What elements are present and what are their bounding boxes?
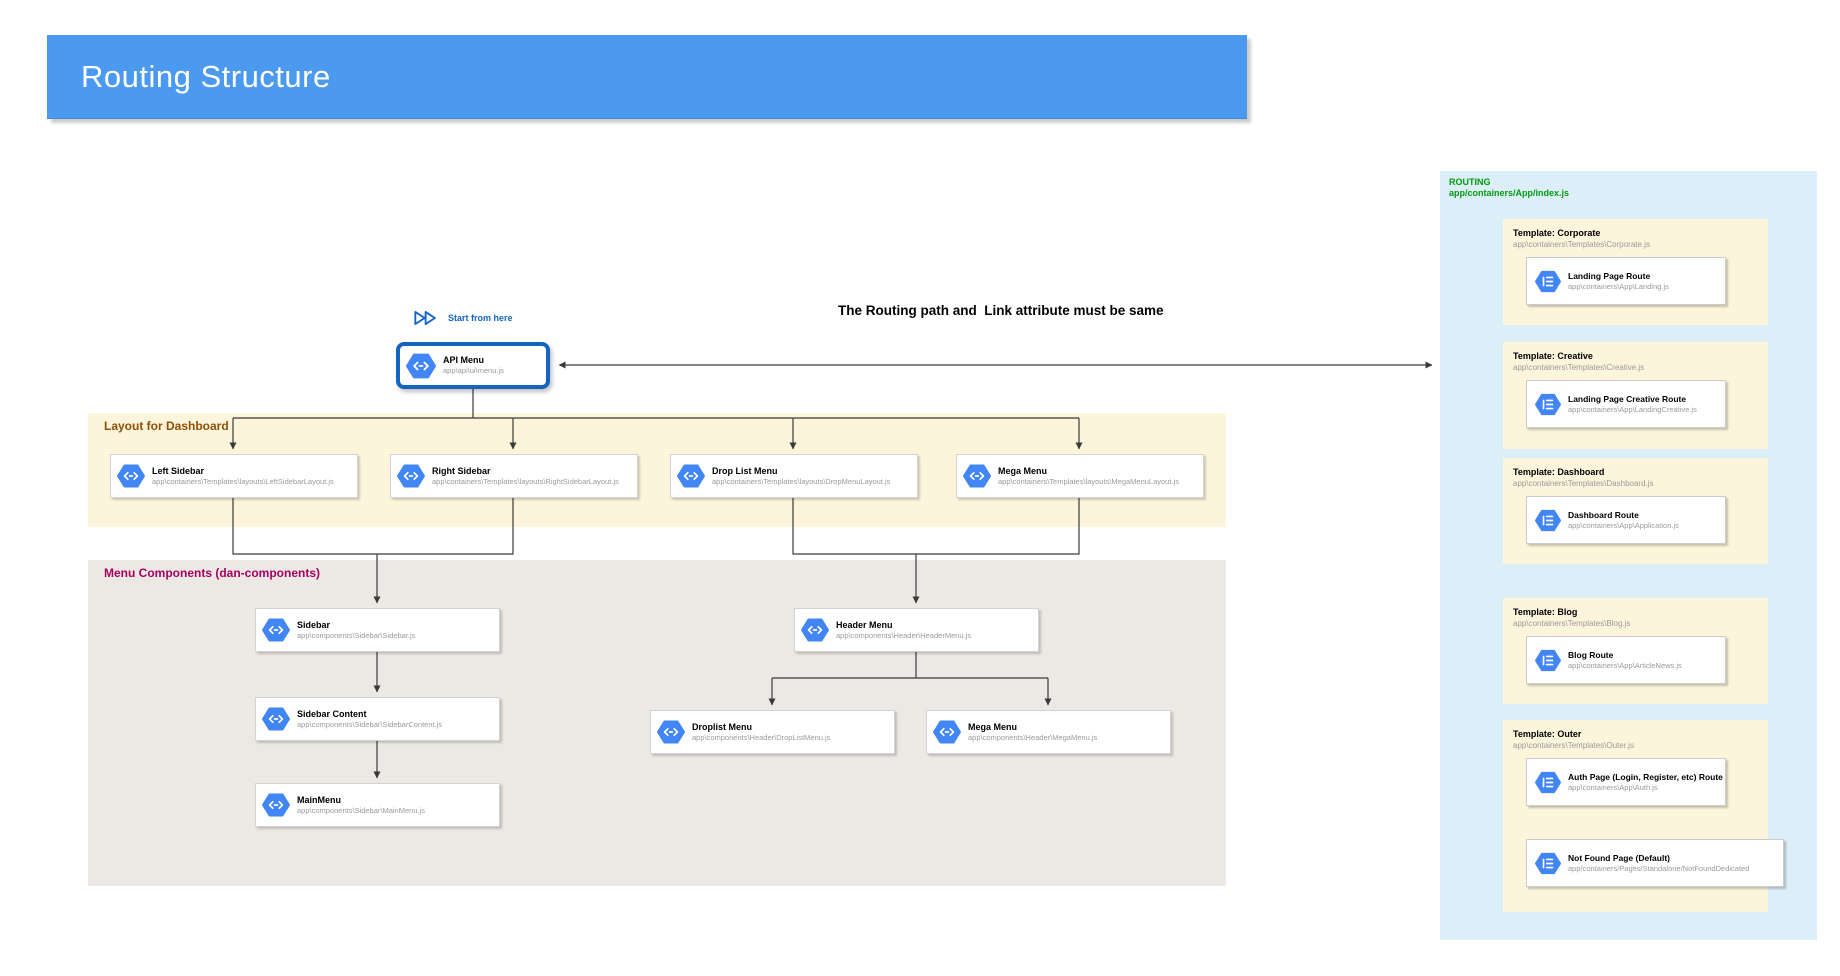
template-card-blog[interactable]: Template: Blog app\containers\Templates\… — [1503, 598, 1768, 704]
route-path: app\containers\App\LandingCreative.js — [1568, 404, 1697, 414]
routing-note: The Routing path and Link attribute must… — [838, 303, 1164, 318]
routes-icon — [1535, 509, 1561, 531]
routes-icon — [1535, 270, 1561, 292]
code-icon — [262, 707, 290, 731]
node-title: MainMenu — [297, 794, 341, 805]
node-path: app\components\Sidebar\MainMenu.js — [297, 805, 425, 815]
route-card-blog[interactable]: Blog Route app\containers\App\ArticleNew… — [1526, 636, 1726, 684]
routes-icon — [1535, 771, 1561, 793]
route-title: Auth Page (Login, Register, etc) Route — [1568, 771, 1723, 782]
route-card-landing-page-creative[interactable]: Landing Page Creative Route app\containe… — [1526, 380, 1726, 428]
node-main-menu[interactable]: MainMenu app\components\Sidebar\MainMenu… — [255, 783, 500, 827]
template-card-creative[interactable]: Template: Creative app\containers\Templa… — [1503, 342, 1768, 449]
node-path: app\components\Sidebar\SidebarContent.js — [297, 719, 443, 729]
template-path: app\containers\Templates\Creative.js — [1513, 363, 1645, 372]
template-card-corporate[interactable]: Template: Corporate app\containers\Templ… — [1503, 219, 1768, 325]
template-title: Template: Creative — [1513, 351, 1593, 361]
template-title: Template: Dashboard — [1513, 467, 1605, 477]
node-mega-menu-component[interactable]: Mega Menu app\components\Header\MegaMenu… — [926, 710, 1171, 754]
routing-title: ROUTING — [1449, 177, 1491, 187]
node-title: Mega Menu — [968, 721, 1018, 732]
node-mega-menu-layout[interactable]: Mega Menu app\containers\Templates\layou… — [956, 454, 1204, 498]
route-title: Landing Page Route — [1568, 270, 1651, 281]
node-header-menu[interactable]: Header Menu app\components\Header\Header… — [794, 608, 1039, 652]
node-sidebar[interactable]: Sidebar app\components\Sidebar\Sidebar.j… — [255, 608, 500, 652]
code-icon — [657, 720, 685, 744]
template-path: app\containers\Templates\Blog.js — [1513, 619, 1631, 628]
node-title: API Menu — [443, 355, 485, 365]
node-sidebar-content[interactable]: Sidebar Content app\components\Sidebar\S… — [255, 697, 500, 741]
route-title: Not Found Page (Default) — [1568, 852, 1670, 863]
code-icon — [262, 793, 290, 817]
node-path: app\components\Header\MegaMenu.js — [968, 732, 1098, 742]
node-path: app\containers\Templates\layouts\MegaMen… — [998, 476, 1179, 486]
routes-icon — [1535, 852, 1561, 874]
route-path: app\containers\App\ArticleNews.js — [1568, 660, 1682, 670]
template-title: Template: Outer — [1513, 729, 1582, 739]
node-title: Left Sidebar — [152, 465, 205, 476]
code-icon — [397, 464, 425, 488]
node-title: Header Menu — [836, 619, 893, 630]
node-title: Right Sidebar — [432, 465, 491, 476]
node-drop-list-menu[interactable]: Drop List Menu app\containers\Templates\… — [670, 454, 918, 498]
code-icon — [117, 464, 145, 488]
node-right-sidebar[interactable]: Right Sidebar app\containers\Templates\l… — [390, 454, 638, 498]
route-card-dashboard[interactable]: Dashboard Route app\containers\App\Appli… — [1526, 496, 1726, 544]
template-title: Template: Corporate — [1513, 228, 1601, 238]
page-title: Routing Structure — [81, 58, 331, 94]
node-droplist-menu[interactable]: Droplist Menu app\components\Header\Drop… — [650, 710, 895, 754]
routing-panel-header: ROUTING app/containers/App/index.js — [1449, 177, 1569, 199]
route-path: app/containers/Pages/Standalone/NotFound… — [1568, 863, 1750, 873]
start-label: Start from here — [448, 313, 513, 323]
route-card-not-found[interactable]: Not Found Page (Default) app/containers/… — [1526, 839, 1784, 887]
template-path: app\containers\Templates\Dashboard.js — [1513, 479, 1654, 488]
route-card-auth-page[interactable]: Auth Page (Login, Register, etc) Route a… — [1526, 758, 1726, 806]
node-left-sidebar[interactable]: Left Sidebar app\containers\Templates\la… — [110, 454, 358, 498]
template-card-outer[interactable]: Template: Outer app\containers\Templates… — [1503, 720, 1784, 912]
node-path: app\components\Header\DropListMenu.js — [692, 732, 831, 742]
code-icon — [801, 618, 829, 642]
route-title: Dashboard Route — [1568, 509, 1639, 520]
code-icon — [677, 464, 705, 488]
node-path: app\containers\Templates\layouts\RightSi… — [432, 476, 619, 486]
routing-subtitle: app/containers/App/index.js — [1449, 188, 1570, 198]
code-icon — [933, 720, 961, 744]
route-path: app\containers\App\Application.js — [1568, 520, 1679, 530]
routes-icon — [1535, 649, 1561, 671]
node-title: Drop List Menu — [712, 465, 778, 476]
node-path: app\containers\Templates\layouts\LeftSid… — [152, 476, 334, 486]
node-title: Mega Menu — [998, 465, 1048, 476]
node-path: app\components\Sidebar\Sidebar.js — [297, 630, 416, 640]
layout-region-label: Layout for Dashboard — [104, 419, 229, 433]
route-path: app\containers\App\Auth.js — [1568, 782, 1658, 792]
route-title: Landing Page Creative Route — [1568, 393, 1687, 404]
node-path: app\containers\Templates\layouts\DropMen… — [712, 476, 891, 486]
node-title: Sidebar Content — [297, 708, 367, 719]
routes-icon — [1535, 393, 1561, 415]
node-path: app\components\Header\HeaderMenu.js — [836, 630, 972, 640]
fast-forward-icon — [414, 311, 436, 325]
template-title: Template: Blog — [1513, 607, 1578, 617]
node-title: Droplist Menu — [692, 721, 752, 732]
template-path: app\containers\Templates\Corporate.js — [1513, 240, 1650, 249]
code-icon — [406, 353, 436, 378]
code-icon — [963, 464, 991, 488]
route-title: Blog Route — [1568, 649, 1614, 660]
node-title: Sidebar — [297, 619, 331, 630]
template-path: app\containers\Templates\Outer.js — [1513, 741, 1634, 750]
route-path: app\containers\App\Landing.js — [1568, 281, 1669, 291]
title-bar: Routing Structure — [47, 35, 1247, 119]
code-icon — [262, 618, 290, 642]
template-card-dashboard[interactable]: Template: Dashboard app\containers\Templ… — [1503, 458, 1768, 564]
node-path: app\api\ui\menu.js — [443, 366, 504, 375]
start-marker: Start from here — [413, 308, 513, 328]
components-region-label: Menu Components (dan-components) — [104, 566, 320, 580]
route-card-landing-page[interactable]: Landing Page Route app\containers\App\La… — [1526, 257, 1726, 305]
node-api-menu[interactable]: API Menu app\api\ui\menu.js — [396, 342, 550, 389]
